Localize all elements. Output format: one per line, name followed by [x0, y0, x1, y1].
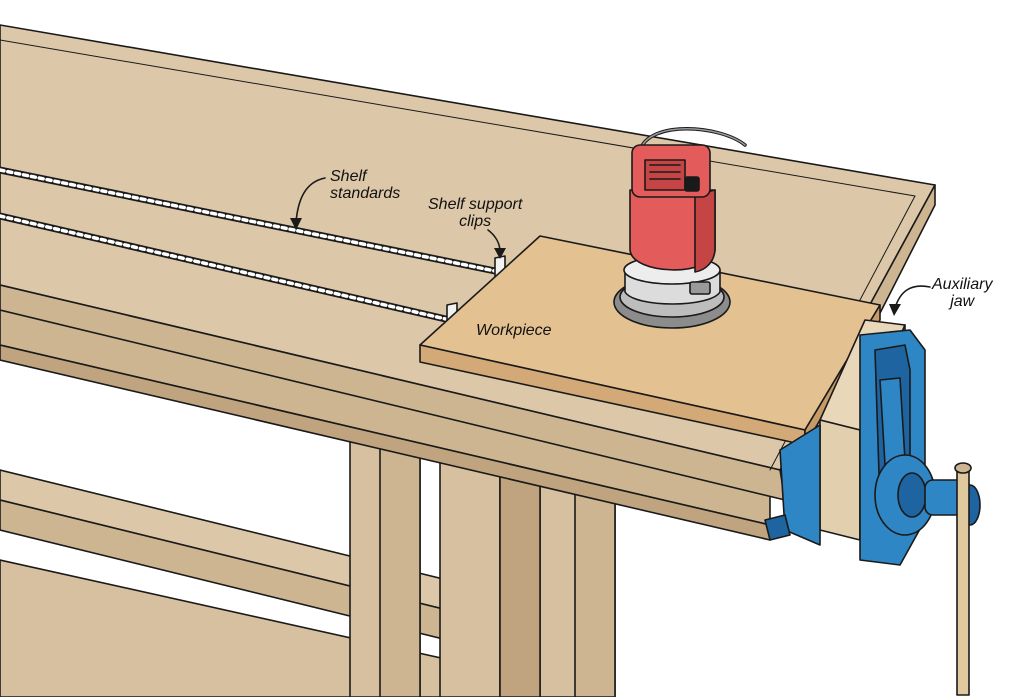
shelf-support-clips-label-line1: Shelf support — [428, 196, 523, 213]
shelf-support-clips-label-line2: clips — [459, 213, 492, 230]
shelf-standards-label-line1: Shelf — [330, 168, 367, 185]
shelf-standards-label: Shelf standards — [330, 168, 400, 202]
shelf-standards-label-line2: standards — [330, 185, 401, 202]
auxiliary-jaw-label-line1: Auxiliary — [932, 276, 993, 293]
bench-vise — [764, 319, 981, 696]
orbital-sander — [613, 144, 731, 329]
workpiece-label: Workpiece — [476, 322, 552, 339]
auxiliary-jaw-label-line2: jaw — [950, 293, 975, 310]
auxiliary-jaw-label: Auxiliary jaw — [932, 276, 992, 310]
shelf-standards — [0, 166, 504, 324]
leader-lines — [290, 177, 931, 316]
workpiece-label-text: Workpiece — [476, 322, 552, 339]
workbench-base — [0, 419, 616, 697]
shelf-support-clips-label: Shelf support clips — [428, 196, 522, 230]
